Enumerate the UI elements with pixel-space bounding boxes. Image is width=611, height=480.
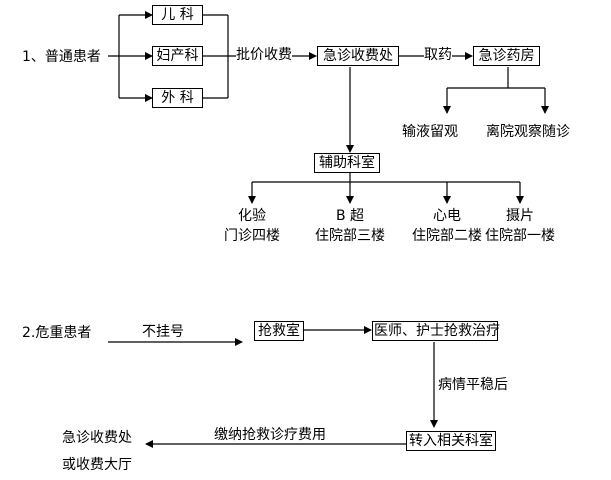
aux-lab-name: 化验 [238,208,266,224]
dept-surgery-box: 外 科 [152,88,203,108]
dept-pediatrics-box: 儿 科 [152,5,203,25]
aux-xray-location: 住院部一楼 [485,228,555,244]
outcome-discharge: 离院观察随诊 [486,124,570,140]
destination-line1: 急诊收费处 [62,430,132,446]
transfer-box: 转入相关科室 [406,431,496,451]
outcome-infusion: 输液留观 [402,124,458,140]
get-medicine-label: 取药 [424,47,452,63]
cashier-box: 急诊收费处 [317,46,399,66]
section2-title: 2.危重患者 [22,325,92,341]
treatment-box: 医师、护士抢救治疗 [372,321,500,341]
aux-ecg-name: 心电 [433,208,461,224]
destination-line2: 或收费大厅 [62,457,132,473]
stable-label: 病情平稳后 [438,377,508,393]
aux-ultrasound-name: B 超 [335,208,365,224]
section1-title: 1、普通患者 [22,49,101,65]
rescue-room-box: 抢救室 [254,321,304,341]
aux-ecg-location: 住院部二楼 [412,228,482,244]
dept-obgyn-box: 妇产科 [152,46,203,66]
aux-xray-name: 摄片 [506,208,534,224]
no-registration-label: 不挂号 [142,324,184,340]
aux-lab-location: 门诊四楼 [224,228,280,244]
aux-ultrasound-location: 住院部三楼 [315,228,385,244]
auxiliary-box: 辅助科室 [314,153,380,173]
payment-label: 缴纳抢救诊疗费用 [214,427,326,443]
pharmacy-box: 急诊药房 [473,46,540,66]
pricing-label: 批价收费 [236,47,292,63]
